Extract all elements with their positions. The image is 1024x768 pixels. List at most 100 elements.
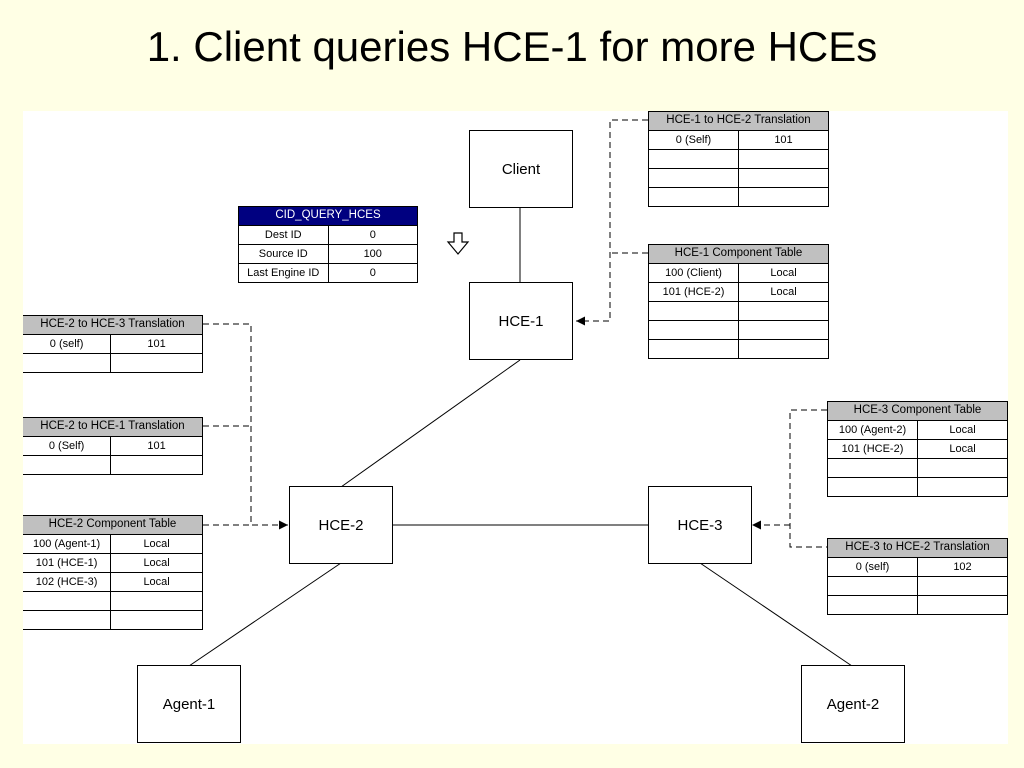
table-cell: 101 (110, 436, 203, 456)
table-cell (23, 353, 112, 373)
table-cell: 101 (HCE-2) (827, 439, 918, 459)
table-cell (917, 595, 1008, 615)
table-row: 100 (Client)Local (648, 263, 829, 283)
table-row (648, 168, 829, 188)
table-header: HCE-3 Component Table (827, 401, 1008, 421)
table-cell (23, 455, 112, 475)
hce3-table-links (752, 409, 827, 548)
table-cell (648, 301, 739, 321)
table-row (23, 353, 203, 373)
table-row: Last Engine ID 0 (238, 263, 418, 283)
table-row: 101 (HCE-2)Local (827, 439, 1008, 459)
table-header: HCE-2 Component Table (23, 515, 203, 535)
link-hce3-agent2 (699, 562, 853, 667)
hce3-to-hce2-translation-table: HCE-3 to HCE-2 Translation 0 (self)102 (827, 538, 1008, 615)
table-row (23, 610, 203, 630)
table-cell (738, 187, 829, 207)
table-cell (827, 595, 918, 615)
table-row (648, 187, 829, 207)
table-cell (738, 320, 829, 340)
table-row: 101 (HCE-1)Local (23, 553, 203, 573)
table-cell: 0 (self) (827, 557, 918, 577)
table-row: 101 (HCE-2)Local (648, 282, 829, 302)
hce1-table-links (576, 119, 648, 326)
table-cell: 101 (110, 334, 203, 354)
table-cell: 0 (Self) (23, 436, 112, 456)
table-header: HCE-3 to HCE-2 Translation (827, 538, 1008, 558)
table-row: Dest ID 0 (238, 225, 418, 245)
table-row (648, 301, 829, 321)
table-cell: 0 (Self) (648, 130, 739, 150)
table-row (827, 595, 1008, 615)
table-cell: 100 (Client) (648, 263, 739, 283)
agent2-node: Agent-2 (801, 665, 905, 743)
table-header: HCE-1 to HCE-2 Translation (648, 111, 829, 131)
hce3-node: HCE-3 (648, 486, 752, 564)
slide-title: 1. Client queries HCE-1 for more HCEs (146, 23, 878, 70)
diagram-canvas: Client HCE-1 HCE-2 HCE-3 Agent-1 Agent-2… (23, 111, 1008, 744)
table-row: 100 (Agent-1)Local (23, 534, 203, 554)
table-cell (738, 339, 829, 359)
hce1-component-table: HCE-1 Component Table 100 (Client)Local … (648, 244, 829, 359)
table-row (648, 320, 829, 340)
table-row (827, 477, 1008, 497)
table-cell (110, 610, 203, 630)
table-row: 0 (Self)101 (23, 436, 203, 456)
table-cell (110, 455, 203, 475)
table-cell (648, 187, 739, 207)
table-cell: Local (917, 439, 1008, 459)
table-row: 0 (self)102 (827, 557, 1008, 577)
client-node: Client (469, 130, 573, 208)
hce1-node: HCE-1 (469, 282, 573, 360)
table-row: 100 (Agent-2)Local (827, 420, 1008, 440)
table-cell (648, 168, 739, 188)
table-row (648, 149, 829, 169)
table-cell: Dest ID (238, 225, 329, 245)
table-row (23, 591, 203, 611)
table-cell (648, 149, 739, 169)
table-row: Source ID 100 (238, 244, 418, 264)
table-cell (738, 149, 829, 169)
hce2-node: HCE-2 (289, 486, 393, 564)
cid-query-header: CID_QUERY_HCES (238, 206, 418, 226)
table-cell (648, 320, 739, 340)
table-header: HCE-2 to HCE-3 Translation (23, 315, 203, 335)
table-row (827, 576, 1008, 596)
table-cell (917, 458, 1008, 478)
down-arrow-icon (446, 232, 470, 255)
table-cell: 0 (327, 225, 418, 245)
table-cell: 101 (738, 130, 829, 150)
table-cell (738, 301, 829, 321)
table-cell: Local (110, 534, 203, 554)
cid-query-table: CID_QUERY_HCES Dest ID 0 Source ID 100 L… (238, 206, 418, 283)
table-cell: 100 (Agent-2) (827, 420, 918, 440)
table-cell: Local (917, 420, 1008, 440)
link-hce1-hce2 (340, 359, 521, 488)
table-cell: Source ID (238, 244, 329, 264)
table-cell: 102 (917, 557, 1008, 577)
table-cell: Local (738, 282, 829, 302)
table-cell (827, 576, 918, 596)
table-cell (738, 168, 829, 188)
table-cell: 100 (327, 244, 418, 264)
table-cell (917, 576, 1008, 596)
agent1-node: Agent-1 (137, 665, 241, 743)
hce2-to-hce1-translation-table: HCE-2 to HCE-1 Translation 0 (Self)101 (23, 417, 203, 475)
table-cell: Last Engine ID (238, 263, 329, 283)
table-row: 0 (Self)101 (648, 130, 829, 150)
table-cell (917, 477, 1008, 497)
table-row: 0 (self)101 (23, 334, 203, 354)
hce1-to-hce2-translation-table: HCE-1 to HCE-2 Translation 0 (Self)101 (648, 111, 829, 207)
table-row (23, 455, 203, 475)
table-cell: 100 (Agent-1) (23, 534, 112, 554)
table-row (648, 339, 829, 359)
table-cell (23, 591, 112, 611)
hce2-table-links (203, 323, 288, 530)
table-row (827, 458, 1008, 478)
hce3-component-table: HCE-3 Component Table 100 (Agent-2)Local… (827, 401, 1008, 497)
table-cell (827, 477, 918, 497)
table-cell (110, 353, 203, 373)
table-cell: 101 (HCE-2) (648, 282, 739, 302)
table-cell: Local (110, 553, 203, 573)
table-cell (110, 591, 203, 611)
